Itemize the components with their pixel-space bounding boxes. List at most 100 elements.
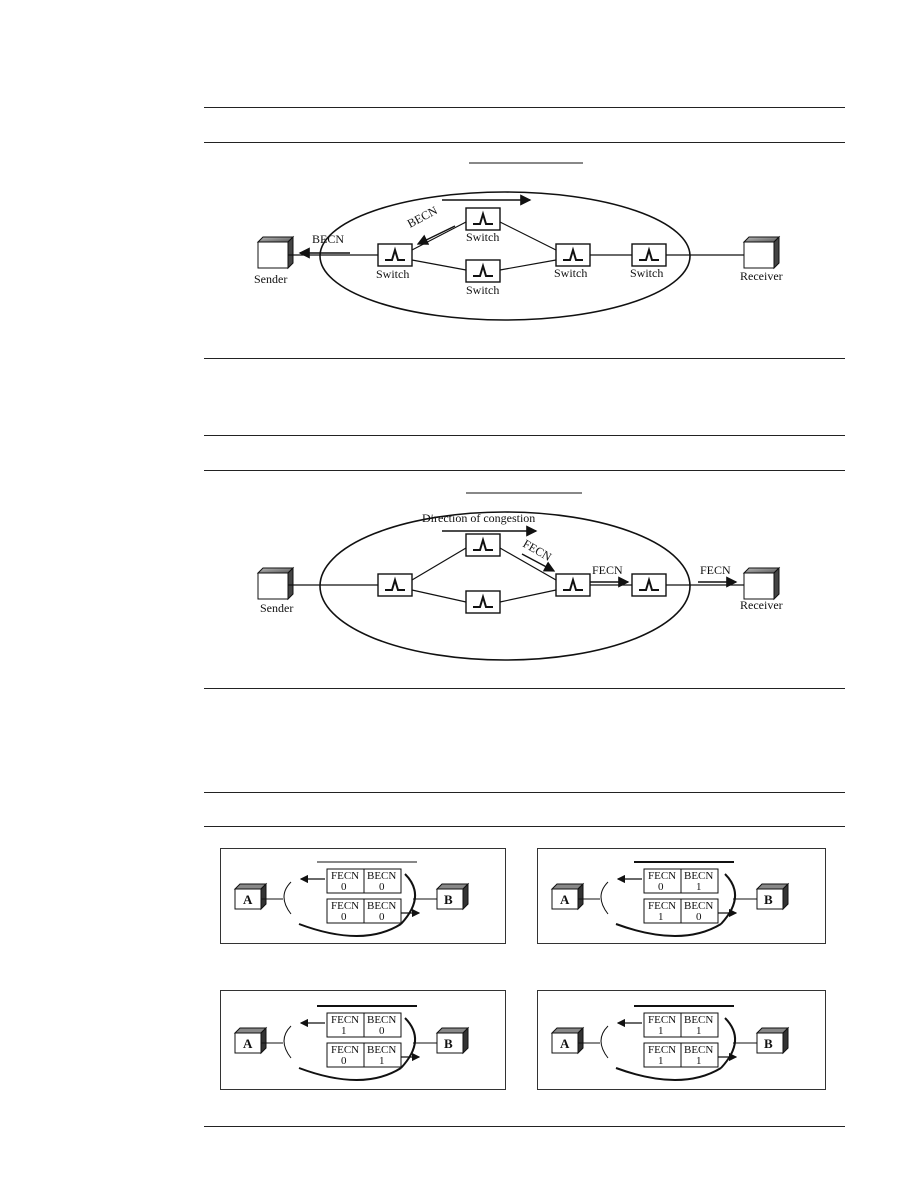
node-b-label: B — [764, 1036, 773, 1051]
switch-icon-mid — [555, 243, 591, 267]
svg-text:FECN: FECN — [331, 1044, 359, 1056]
svg-text:1: 1 — [696, 881, 702, 893]
node-a-icon — [233, 882, 268, 911]
rule-1 — [204, 107, 845, 108]
receiver-icon — [742, 235, 781, 270]
svg-text:0: 0 — [341, 1055, 347, 1067]
switch-icon-right — [631, 573, 667, 597]
svg-text:FECN: FECN — [648, 1014, 676, 1026]
svg-text:0: 0 — [379, 1025, 385, 1037]
switch-label-right: Switch — [630, 266, 663, 280]
network-cloud — [319, 191, 691, 321]
svg-text:FECN: FECN — [331, 1014, 359, 1026]
becn-label-left: BECN — [312, 232, 344, 246]
switch-icon-bottom — [465, 590, 501, 614]
switch-label-top: Switch — [466, 230, 499, 244]
svg-text:FECN: FECN — [648, 1044, 676, 1056]
node-a-icon — [550, 882, 585, 911]
switch-icon-top — [465, 533, 501, 557]
svg-text:BECN: BECN — [684, 1044, 713, 1056]
receiver-icon — [742, 566, 781, 601]
rule-8 — [204, 826, 845, 827]
fecn-label-diag: FECN — [521, 536, 555, 564]
rule-9 — [204, 1126, 845, 1127]
node-a-label: A — [560, 1036, 570, 1051]
svg-text:1: 1 — [658, 911, 664, 923]
node-b-label: B — [444, 892, 453, 907]
svg-text:BECN: BECN — [367, 1044, 396, 1056]
direction-label: Direction of congestion — [422, 511, 535, 525]
node-a-icon — [233, 1026, 268, 1055]
fecn-figure: Direction of congestion FECN FECN FECN S… — [230, 478, 800, 678]
fecn-label-mid: FECN — [592, 563, 623, 577]
svg-text:BECN: BECN — [367, 900, 396, 912]
svg-text:FECN: FECN — [648, 870, 676, 882]
switch-icon-left — [377, 573, 413, 597]
rule-7 — [204, 792, 845, 793]
node-b-icon — [435, 1026, 470, 1055]
switch-icon-left — [377, 243, 413, 267]
node-b-icon — [435, 882, 470, 911]
svg-text:BECN: BECN — [684, 870, 713, 882]
fecn-label-right: FECN — [700, 563, 731, 577]
node-b-icon — [755, 1026, 790, 1055]
svg-text:0: 0 — [696, 911, 702, 923]
rule-5 — [204, 470, 845, 471]
svg-text:FECN: FECN — [331, 870, 359, 882]
svg-text:0: 0 — [658, 881, 664, 893]
svg-text:0: 0 — [379, 881, 385, 893]
switch-label-left: Switch — [376, 267, 409, 281]
frame-top: FECN BECN 0 1 — [616, 868, 719, 894]
svg-text:0: 0 — [341, 911, 347, 923]
becn-figure: BECN BECN Sender Receiver Switch Switch … — [230, 150, 800, 350]
svg-text:0: 0 — [341, 881, 347, 893]
node-b-icon — [755, 882, 790, 911]
node-a-label: A — [243, 1036, 253, 1051]
node-a-label: A — [560, 892, 570, 907]
svg-text:1: 1 — [379, 1055, 385, 1067]
rule-4 — [204, 435, 845, 436]
sender-icon — [256, 235, 295, 270]
switch-label-bottom: Switch — [466, 283, 499, 297]
sender-label: Sender — [260, 601, 293, 615]
receiver-label: Receiver — [740, 598, 783, 612]
node-b-label: B — [444, 1036, 453, 1051]
switch-label-mid: Switch — [554, 266, 587, 280]
switch-icon-right — [631, 243, 667, 267]
svg-text:BECN: BECN — [684, 900, 713, 912]
svg-text:BECN: BECN — [367, 870, 396, 882]
sender-label: Sender — [254, 272, 287, 286]
svg-text:0: 0 — [379, 911, 385, 923]
sender-icon — [256, 566, 295, 601]
frame-top: FECN BECN 1 0 — [299, 1012, 402, 1038]
receiver-label: Receiver — [740, 269, 783, 283]
network-cloud — [319, 511, 691, 661]
svg-text:BECN: BECN — [367, 1014, 396, 1026]
svg-text:1: 1 — [341, 1025, 347, 1037]
switch-icon-mid — [555, 573, 591, 597]
svg-text:1: 1 — [658, 1055, 664, 1067]
svg-text:1: 1 — [696, 1055, 702, 1067]
svg-text:1: 1 — [658, 1025, 664, 1037]
svg-text:BECN: BECN — [684, 1014, 713, 1026]
node-a-label: A — [243, 892, 253, 907]
rule-2 — [204, 142, 845, 143]
svg-text:FECN: FECN — [331, 900, 359, 912]
frame-bottom: FECN BECN 0 1 — [326, 1042, 421, 1068]
rule-3 — [204, 358, 845, 359]
node-b-label: B — [764, 892, 773, 907]
rule-6 — [204, 688, 845, 689]
svg-text:1: 1 — [696, 1025, 702, 1037]
becn-label-diag: BECN — [405, 203, 440, 231]
switch-icon-top — [465, 207, 501, 231]
switch-icon-bottom — [465, 259, 501, 283]
